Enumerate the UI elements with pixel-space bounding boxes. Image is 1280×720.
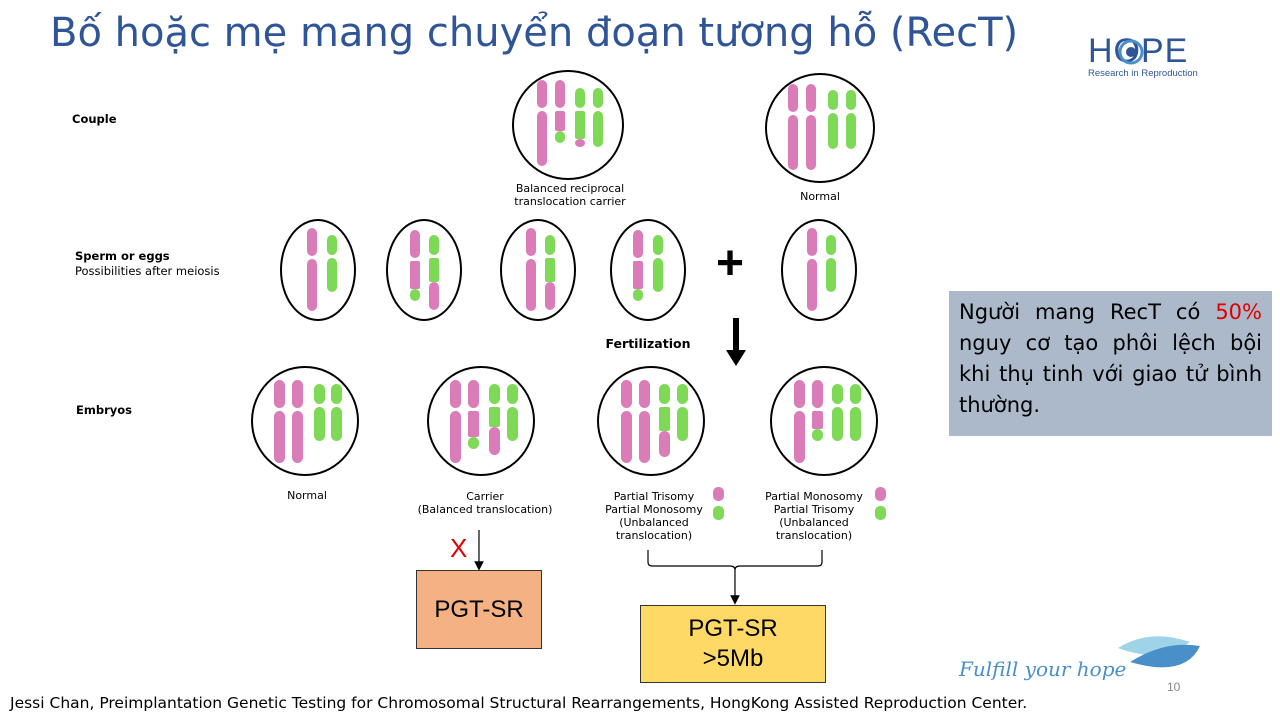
cell-gamete-2: [386, 219, 462, 321]
chromosome-pink: [307, 228, 317, 311]
label-embryo-carrier: Carrier (Balanced translocation): [417, 490, 553, 516]
tagline: Fulfill your hope: [959, 657, 1127, 681]
chromosome-green: [327, 235, 337, 292]
chromosome-derivative: [575, 88, 585, 147]
slide-title: Bố hoặc mẹ mang chuyển đoạn tương hỗ (Re…: [50, 10, 1019, 56]
chromosome-pink: [450, 380, 461, 463]
chromosome-pink: [526, 228, 536, 311]
chromosome-derivative: [429, 235, 439, 310]
chromosome-green: [677, 384, 688, 441]
chromosome-derivative: [633, 230, 643, 301]
chromosome-group: [274, 80, 861, 463]
pgt-sr-5mb-box: PGT-SR >5Mb: [640, 605, 826, 683]
hope-logo: HOPE Research in Reproduction: [1088, 34, 1208, 79]
chromosome-green: [850, 384, 861, 441]
chromosome-green: [331, 384, 342, 441]
fertilization-arrow: [726, 318, 746, 366]
chromosome-pink: [794, 380, 805, 463]
chromosome-pink: [639, 380, 650, 463]
eye-icon: [1118, 39, 1144, 65]
chromosome-pink: [537, 80, 547, 166]
pgt-sr-5mb-line2: >5Mb: [702, 645, 764, 672]
row-label-couple: Couple: [72, 112, 117, 126]
info-text-before: Người mang RecT có: [959, 300, 1216, 324]
chromosome-pink: [788, 84, 798, 170]
chromosome-green: [846, 90, 856, 149]
leaf-icon: [1118, 636, 1200, 668]
info-text-after: nguy cơ tạo phôi lệch bội khi thụ tinh v…: [959, 331, 1262, 417]
chromosome-pink: [621, 380, 632, 463]
label-embryo-monosomy: Partial Monosomy Partial Trisomy (Unbala…: [765, 490, 863, 542]
chromosome-derivative: [545, 235, 555, 310]
chromosome-pink: [807, 228, 817, 311]
row-label-embryos: Embryos: [76, 403, 132, 417]
chromosome-green: [828, 90, 838, 149]
pgt-sr-box: PGT-SR: [416, 570, 542, 649]
chromosome-derivative: [468, 380, 479, 449]
chromosome-pink: [806, 84, 816, 170]
chromosome-derivative: [555, 80, 565, 143]
info-box: Người mang RecT có 50% nguy cơ tạo phôi …: [949, 291, 1272, 436]
unbalanced-bracket: [647, 550, 823, 571]
cell-gamete-normal: [781, 219, 857, 321]
reject-mark: X: [450, 533, 468, 563]
pgt-sr-5mb-line1: PGT-SR: [688, 615, 778, 642]
row-label-gametes: Sperm or eggs Possibilities after meiosi…: [75, 249, 220, 279]
cell-gamete-3: [500, 219, 576, 321]
chromosome-green: [826, 235, 836, 292]
cell-couple-carrier: [512, 70, 624, 180]
chromosome-green: [593, 88, 603, 147]
chromosome-pink: [274, 380, 285, 463]
citation: Jessi Chan, Preimplantation Genetic Test…: [10, 694, 1028, 712]
label-couple-carrier: Balanced reciprocal translocation carrie…: [514, 182, 626, 208]
chromosome-derivative: [659, 384, 670, 457]
label-embryo-normal: Normal: [287, 489, 327, 502]
legend-chromosomes: [713, 487, 886, 520]
plus-sign: +: [716, 237, 745, 290]
chromosome-green: [314, 384, 325, 441]
logo-subtitle: Research in Reproduction: [1088, 68, 1198, 79]
chromosome-derivative: [410, 230, 420, 301]
chromosome-derivative: [489, 384, 500, 455]
row-label-gametes-sub: Possibilities after meiosis: [75, 264, 220, 278]
cell-couple-normal: [765, 73, 875, 183]
label-embryo-trisomy: Partial Trisomy Partial Monosomy (Unbala…: [605, 490, 703, 542]
chromosome-green: [653, 235, 663, 292]
chromosome-derivative: [812, 380, 823, 441]
cell-gamete-1: [280, 219, 356, 321]
label-fertilization: Fertilization: [605, 336, 691, 351]
row-label-gametes-title: Sperm or eggs: [75, 249, 170, 263]
info-highlight: 50%: [1215, 300, 1262, 324]
chromosome-green: [507, 384, 518, 441]
chromosome-pink: [292, 380, 303, 463]
cell-gamete-4: [610, 219, 686, 321]
page-number: 10: [1167, 680, 1181, 694]
chromosome-green: [832, 384, 843, 441]
label-couple-normal: Normal: [800, 190, 840, 203]
